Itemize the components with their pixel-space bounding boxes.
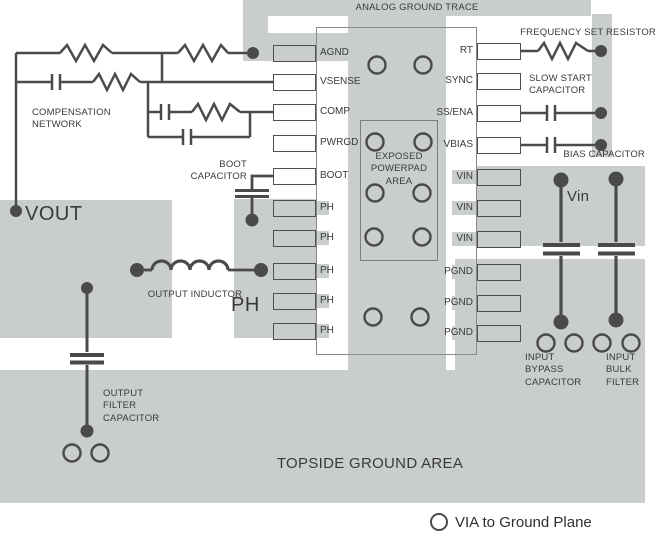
pin-pad-pgnd3: [477, 324, 521, 342]
pin-pad-rt: [477, 42, 521, 60]
pin-label-ph3: PH: [320, 265, 334, 276]
pin-pad-vsense: [273, 73, 316, 91]
pin-pad-pwrgd: [273, 134, 316, 152]
analog-ground-trace-left-drop: [243, 14, 268, 36]
pin-label-boot: BOOT: [320, 170, 349, 181]
pin-label-pwrgd: PWRGD: [320, 137, 359, 148]
exposed-powerpad-label: EXPOSED POWERPAD AREA: [370, 151, 428, 187]
pin-label-comp: COMP: [320, 106, 350, 117]
pin-pad-comp: [273, 103, 316, 121]
topside-ground-plane: [0, 370, 645, 503]
pin-label-vbias: VBIAS: [443, 139, 473, 150]
comp-resistor: [191, 101, 241, 123]
pin-label-vsense: VSENSE: [320, 76, 361, 87]
input-bulk-filter-label: INPUT BULK FILTER: [606, 352, 640, 388]
input-bypass-capacitor-label: INPUT BYPASS CAPACITOR: [525, 352, 582, 388]
via-legend: VIA to Ground Plane: [430, 513, 592, 531]
pin-pad-boot: [273, 167, 316, 185]
pgnd-plane-tab: [452, 296, 477, 310]
pin-label-pgnd1: PGND: [444, 266, 473, 277]
pin-label-ssena: SS/ENA: [436, 107, 473, 118]
ph-plane-tab: [316, 324, 329, 338]
pin-pad-vin2: [477, 199, 521, 217]
via-legend-text: VIA to Ground Plane: [455, 513, 592, 531]
pin-label-ph5: PH: [320, 325, 334, 336]
bias-capacitor-label: BIAS CAPACITOR: [563, 149, 645, 160]
ph-label: PH: [231, 294, 260, 316]
pin-pad-ph4: [273, 292, 316, 310]
frequency-set-resistor-symbol: [537, 40, 589, 62]
via-legend-icon: [430, 513, 448, 531]
pin-pad-vin3: [477, 230, 521, 248]
ph-plane-tab: [316, 201, 329, 215]
ph-plane-tab: [316, 294, 329, 308]
pin-label-rt: RT: [459, 45, 473, 56]
compensation-resistor: [92, 71, 141, 93]
vin-plane-tab: [452, 201, 477, 215]
pin-pad-ph2: [273, 229, 316, 247]
pgnd-plane-tab: [452, 265, 477, 279]
ph-plane-tab: [316, 264, 329, 278]
analog-ground-trace-banner: [243, 0, 591, 16]
vin-label: Vin: [567, 188, 590, 205]
pin-label-agnd: AGND: [320, 47, 349, 58]
pin-label-pgnd2: PGND: [444, 297, 473, 308]
pin-label-vin3: VIN: [456, 233, 473, 244]
frequency-set-resistor-label: FREQUENCY SET RESISTOR: [520, 27, 656, 38]
pin-pad-sync: [477, 72, 521, 90]
pin-label-ph2: PH: [320, 232, 334, 243]
analog-ground-trace-label: ANALOG GROUND TRACE: [355, 2, 479, 13]
ic-body: [316, 27, 477, 355]
slow-start-capacitor-label: SLOW START CAPACITOR: [529, 73, 592, 97]
pin-label-sync: SYNC: [445, 75, 473, 86]
output-inductor-label: OUTPUT INDUCTOR: [147, 289, 243, 300]
pin-pad-vin1: [477, 168, 521, 186]
topside-ground-area-label: TOPSIDE GROUND AREA: [276, 455, 464, 472]
pin-label-pgnd3: PGND: [444, 327, 473, 338]
pin-label-vin1: VIN: [456, 171, 473, 182]
pin-pad-agnd: [273, 44, 316, 62]
feedback-resistor-2: [177, 42, 229, 64]
rt-network: [521, 40, 598, 62]
pin-pad-ssena: [477, 104, 521, 122]
pin-pad-ph3: [273, 262, 316, 280]
output-filter-capacitor-label: OUTPUT FILTER CAPACITOR: [103, 388, 160, 424]
pin-pad-ph5: [273, 322, 316, 340]
pin-label-ph1: PH: [320, 202, 334, 213]
vin-plane-tab: [452, 170, 477, 184]
slow-start-capacitor-symbol: [521, 105, 598, 121]
pin-pad-ph1: [273, 199, 316, 217]
compensation-network-label: COMPENSATION NETWORK: [32, 107, 111, 131]
pin-label-ph4: PH: [320, 295, 334, 306]
pin-pad-vbias: [477, 136, 521, 154]
pin-pad-pgnd1: [477, 263, 521, 281]
pin-pad-pgnd2: [477, 294, 521, 312]
vout-label: VOUT: [25, 203, 83, 225]
pin-label-vin2: VIN: [456, 202, 473, 213]
boot-capacitor-label: BOOT CAPACITOR: [190, 159, 247, 183]
ph-plane-tab: [316, 231, 329, 245]
feedback-resistor-1: [59, 42, 113, 64]
pgnd-plane-tab: [452, 326, 477, 340]
vin-plane-tab: [452, 232, 477, 246]
